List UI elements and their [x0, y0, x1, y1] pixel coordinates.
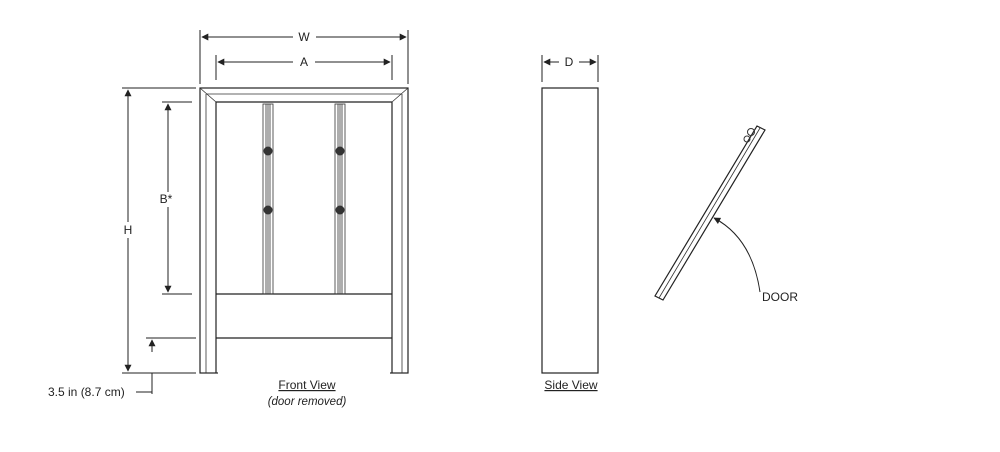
- cabinet-outer-frame: [199, 87, 409, 374]
- door-panel: [654, 125, 766, 301]
- front-view-caption: Front View: [278, 378, 335, 392]
- leg-height-label: 3.5 in (8.7 cm): [48, 385, 125, 399]
- door-hinge-icon: [743, 135, 751, 143]
- depth-label: D: [565, 55, 574, 69]
- depth-dimension: D: [541, 55, 599, 82]
- mounting-bolt: [263, 146, 273, 156]
- cabinet-side-profile: [541, 87, 599, 374]
- inner-height-label: B*: [160, 192, 173, 206]
- front-view: W A H B*: [48, 30, 409, 408]
- door-hinge-icon: [747, 128, 755, 136]
- mounting-bolt: [335, 146, 345, 156]
- inner-height-dimension: B*: [160, 101, 192, 295]
- width-dimension: W: [199, 30, 409, 84]
- door-detail: DOOR: [654, 125, 798, 304]
- mounting-bolt: [335, 205, 345, 215]
- mounting-bolt: [263, 205, 273, 215]
- door-label: DOOR: [762, 290, 798, 304]
- left-mounting-channel: [262, 103, 274, 295]
- right-mounting-channel: [334, 103, 346, 295]
- height-dimension: H: [122, 87, 196, 374]
- door-swing-arc: [713, 217, 761, 293]
- inner-width-dimension: A: [215, 55, 393, 80]
- height-label: H: [124, 223, 133, 237]
- front-view-note: (door removed): [268, 396, 347, 408]
- leg-height-dimension: 3.5 in (8.7 cm): [48, 337, 196, 399]
- side-view: D Side View: [541, 55, 599, 392]
- width-label: W: [298, 30, 310, 44]
- inner-width-label: A: [300, 55, 308, 69]
- side-view-caption: Side View: [544, 378, 597, 392]
